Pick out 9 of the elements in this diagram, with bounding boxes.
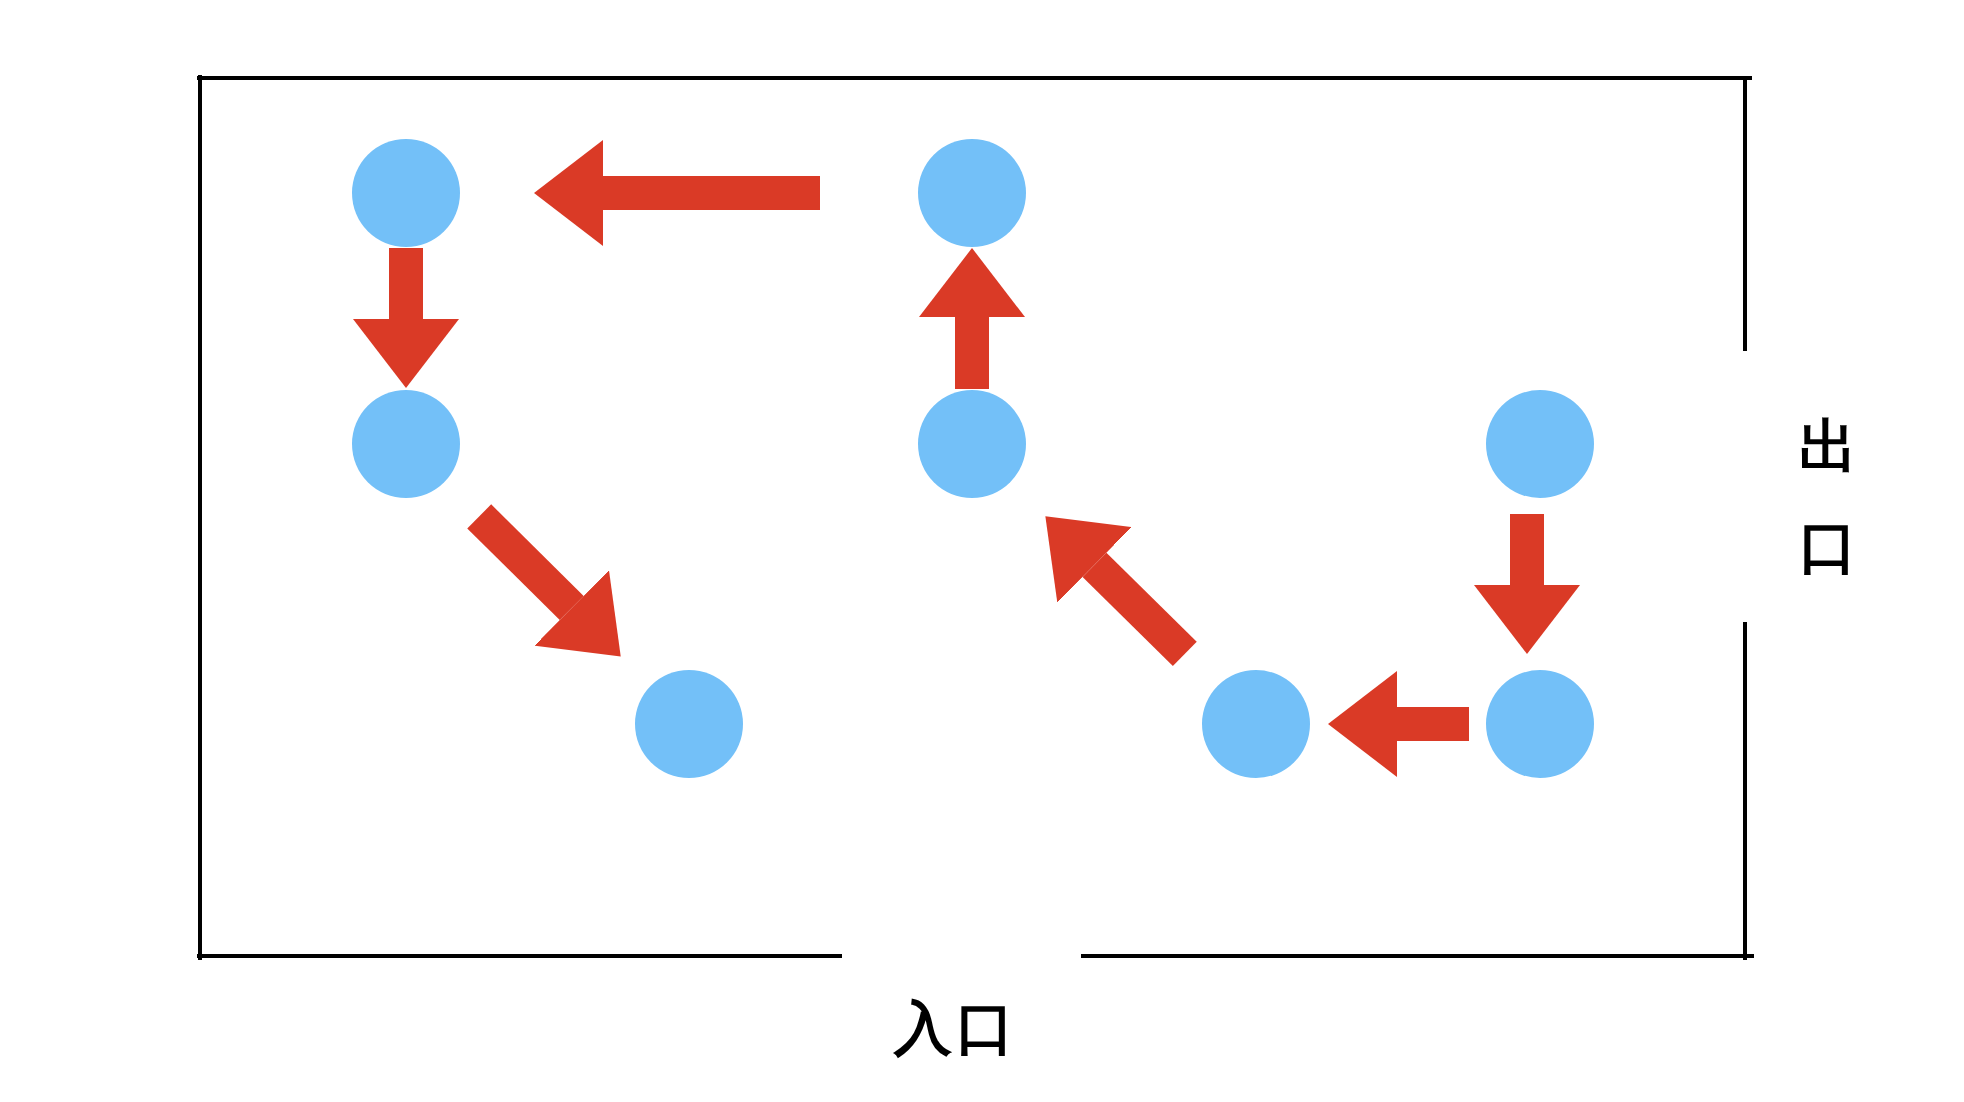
arrow [467,504,621,657]
arrow [1328,671,1469,777]
arrow [919,248,1025,389]
exit-label: 出口 [1798,411,1858,583]
arrow [534,140,820,246]
arrow [1474,514,1580,654]
entrance-label: 入口 [894,999,1018,1057]
arrow [353,248,459,388]
arrow [1045,516,1197,666]
